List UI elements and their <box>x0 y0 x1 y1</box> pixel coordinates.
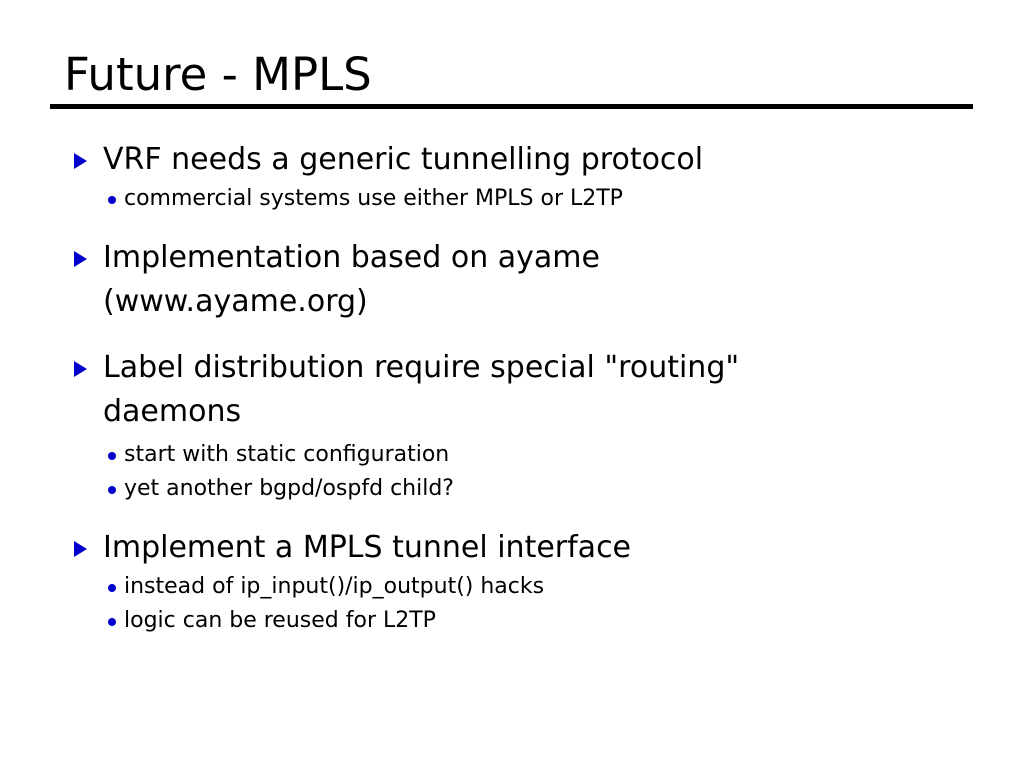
bullet-level2: instead of ip_input()/ip_output() hacks <box>0 570 1024 604</box>
bullet-level2: yet another bgpd/ospfd child? <box>0 472 1024 506</box>
bullet-level2-label: instead of ip_input()/ip_output() hacks <box>124 574 545 599</box>
bullet-level1: Label distribution require special "rout… <box>0 348 1024 388</box>
bullet-level2: start with static configuration <box>0 438 1024 472</box>
bullet-group: Implementation based on ayame (www.ayame… <box>0 238 1024 326</box>
title-divider <box>50 104 973 109</box>
bullet-level2-label: yet another bgpd/ospfd child? <box>124 476 454 501</box>
dot-icon <box>108 618 116 626</box>
triangle-right-icon <box>74 153 87 169</box>
triangle-right-icon <box>74 541 87 557</box>
bullet-level1-label: Label distribution require special "rout… <box>103 350 740 385</box>
sub-bullet-list: commercial systems use either MPLS or L2… <box>0 182 1024 216</box>
sub-bullet-list: start with static configuration yet anot… <box>0 438 1024 506</box>
sub-bullet-list: instead of ip_input()/ip_output() hacks … <box>0 570 1024 638</box>
bullet-level1-label: VRF needs a generic tunnelling protocol <box>103 142 704 177</box>
bullet-level1: Implement a MPLS tunnel interface <box>0 528 1024 568</box>
bullet-level2: commercial systems use either MPLS or L2… <box>0 182 1024 216</box>
bullet-level2-label: commercial systems use either MPLS or L2… <box>124 186 623 211</box>
bullet-level2: logic can be reused for L2TP <box>0 604 1024 638</box>
bullet-level1: Implementation based on ayame <box>0 238 1024 278</box>
dot-icon <box>108 452 116 460</box>
bullet-level2-label: start with static configuration <box>124 442 450 467</box>
dot-icon <box>108 584 116 592</box>
bullet-level1-continuation: daemons <box>103 394 242 429</box>
triangle-right-icon <box>74 251 87 267</box>
bullet-level1-continuation: (www.ayame.org) <box>103 284 368 319</box>
bullet-level1-label: Implementation based on ayame <box>103 240 600 275</box>
slide-body: VRF needs a generic tunnelling protocol … <box>0 140 1024 638</box>
bullet-level2-label: logic can be reused for L2TP <box>124 608 436 633</box>
title-block: Future - MPLS <box>50 48 973 109</box>
bullet-group: VRF needs a generic tunnelling protocol … <box>0 140 1024 216</box>
triangle-right-icon <box>74 361 87 377</box>
page-title: Future - MPLS <box>64 48 372 101</box>
dot-icon <box>108 486 116 494</box>
bullet-level1: VRF needs a generic tunnelling protocol <box>0 140 1024 180</box>
bullet-group: Implement a MPLS tunnel interface instea… <box>0 528 1024 638</box>
bullet-group: Label distribution require special "rout… <box>0 348 1024 506</box>
bullet-level1-label: Implement a MPLS tunnel interface <box>103 530 632 565</box>
dot-icon <box>108 196 116 204</box>
